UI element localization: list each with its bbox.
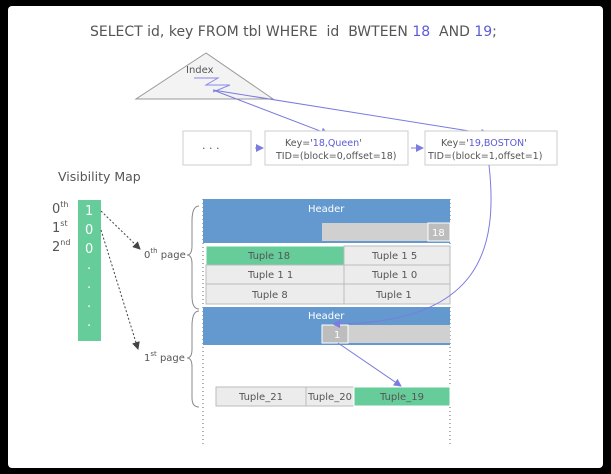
tuple-20-label: Tuple_20 xyxy=(307,392,352,403)
tuple-18-label: Tuple 18 xyxy=(247,251,290,262)
query-suffix: ; xyxy=(492,24,497,40)
query-mid: AND xyxy=(430,24,474,40)
page1-pointer-text: 1 xyxy=(334,330,340,341)
tuple-15-label: Tuple 1 5 xyxy=(371,251,417,262)
diagram-canvas: SELECT id, key FROM tbl WHERE id BWTEEN … xyxy=(8,6,603,468)
page1-header-label: Header xyxy=(308,311,345,322)
query-high: 19 xyxy=(474,24,492,40)
index-triangle xyxy=(134,52,275,100)
page0-brace xyxy=(186,205,200,310)
page0-pointer-text: 18 xyxy=(432,228,445,239)
vm-bar xyxy=(78,200,101,341)
page1-pointer-bar xyxy=(322,325,450,343)
vm-more-1: . xyxy=(87,258,91,273)
page0-pointer-bar xyxy=(322,223,450,241)
vm-bit-0: 1 xyxy=(85,204,93,219)
vm-title: Visibility Map xyxy=(58,169,141,184)
vm-more-3: . xyxy=(87,296,91,311)
index-dots: · · · xyxy=(202,142,219,155)
diagram-svg: SELECT id, key FROM tbl WHERE id BWTEEN … xyxy=(52,24,558,446)
page1-label: 1st page xyxy=(144,350,185,364)
query-prefix: SELECT id, key FROM tbl WHERE id BWTEEN xyxy=(90,24,412,40)
index-dots-box xyxy=(182,130,252,166)
vm-arrow-page0 xyxy=(100,210,141,250)
index-label: Index xyxy=(186,65,214,76)
index-entry-18 xyxy=(264,130,409,166)
vm-arrow-page1 xyxy=(100,229,140,350)
vm-row-0-label: 0th xyxy=(52,200,69,217)
index-entry-18-tid: TID=(block=0,offset=18) xyxy=(275,151,396,162)
tuple-1 xyxy=(343,283,451,305)
tuple-11-label: Tuple 1 1 xyxy=(247,270,293,281)
index-entry-19-key: Key='19,BOSTON' xyxy=(441,138,527,149)
tid-arrow-page1 xyxy=(332,164,492,328)
vm-more-2: . xyxy=(87,277,91,292)
tuple-1-label: Tuple 1 xyxy=(375,290,412,301)
tuple-19-label: Tuple_19 xyxy=(379,392,424,403)
page0-header-label: Header xyxy=(308,204,345,215)
vm-row-2-label: 2nd xyxy=(52,238,70,255)
vm-row-1-label: 1st xyxy=(52,219,68,236)
index-entry-19 xyxy=(424,130,558,166)
page1-pointer-arrow xyxy=(337,342,402,387)
vm-bit-1: 0 xyxy=(85,223,93,238)
index-zigzag xyxy=(194,77,231,93)
query-low: 18 xyxy=(412,24,430,40)
tuple-10-label: Tuple 1 0 xyxy=(371,270,417,281)
index-entry-19-tid: TID=(block=1,offset=1) xyxy=(427,151,542,162)
tuple-21-label: Tuple_21 xyxy=(238,392,283,403)
index-entry-18-key: Key='18,Queen' xyxy=(285,138,362,149)
page1-brace xyxy=(186,310,200,408)
page0-label: 0th page xyxy=(144,247,186,261)
vm-more-4: . xyxy=(87,315,91,330)
index-arrow-2 xyxy=(212,89,489,137)
page0-pointer-18 xyxy=(427,222,451,242)
query-text: SELECT id, key FROM tbl WHERE id BWTEEN … xyxy=(90,24,497,40)
index-arrow-1 xyxy=(212,89,329,136)
tuple-19 xyxy=(353,386,451,407)
vm-bit-2: 0 xyxy=(85,242,93,257)
tuple-8-label: Tuple 8 xyxy=(251,290,288,301)
